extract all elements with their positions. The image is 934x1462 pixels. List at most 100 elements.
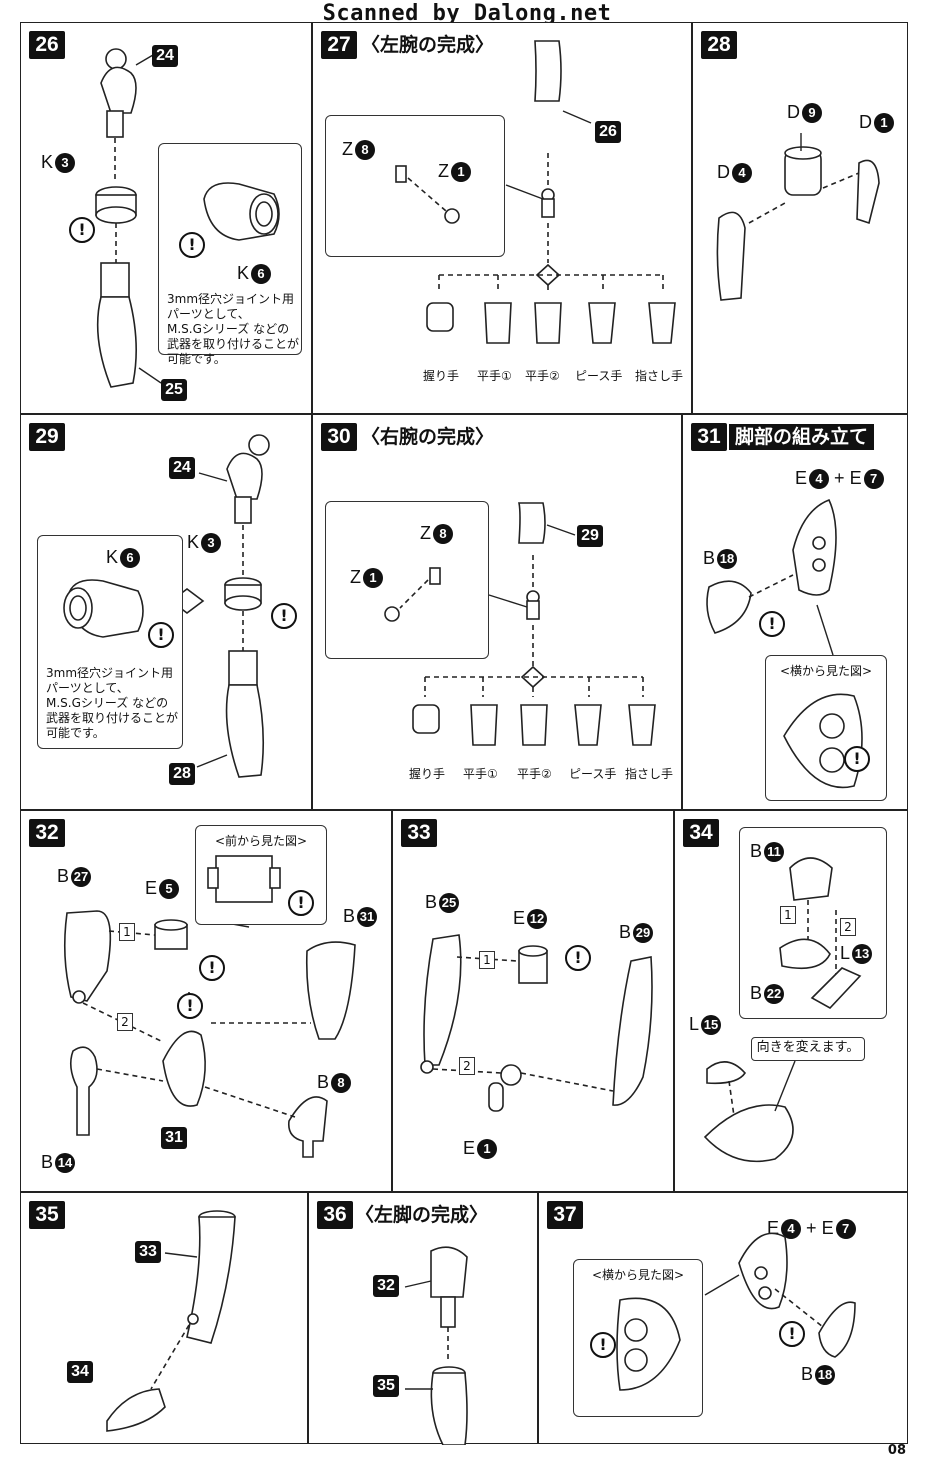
hand-label: 握り手	[423, 369, 460, 383]
step-number: 36	[317, 1201, 353, 1229]
step-34-illustration	[703, 1060, 796, 1163]
caution-icon: !	[177, 993, 203, 1019]
caution-icon: !	[179, 232, 205, 258]
step-number: 35	[29, 1201, 65, 1229]
part-label: 26	[595, 121, 621, 143]
hand-label: 指さし手	[625, 767, 674, 781]
step-35-illustration	[106, 1210, 236, 1432]
runner-letter: Z	[350, 567, 361, 587]
step-29-illustration	[169, 434, 270, 778]
part-number-badge: 11	[764, 842, 785, 863]
runner-letter: B	[425, 892, 438, 912]
step-number: 30	[321, 423, 357, 451]
step-number: 31	[691, 423, 727, 451]
step-order-marker: 2	[459, 1057, 475, 1075]
runner-letter: Z	[438, 161, 449, 181]
part-number-badge: 14	[55, 1153, 76, 1174]
side-view-callout: <横から見た図> !	[573, 1259, 703, 1417]
part-number-badge: 29	[633, 923, 654, 944]
runner-letter: K	[237, 263, 250, 283]
step-27-illustration	[426, 40, 676, 344]
step-37-illustration	[704, 1232, 856, 1358]
part-label: 25	[161, 379, 187, 401]
side-view-callout: <横から見た図> !	[765, 655, 887, 801]
runner-letter: D	[859, 112, 872, 132]
step-30-illustration	[412, 502, 656, 746]
step-order-marker: 2	[840, 918, 856, 936]
runner-letter: E	[795, 468, 808, 488]
runner-letter: B	[57, 866, 70, 886]
runner-letter: E	[821, 1218, 834, 1238]
hand-label: 平手②	[525, 369, 560, 383]
hand-label: 平手①	[463, 767, 498, 781]
part-label: 31	[161, 1127, 187, 1149]
orientation-balloon: 向きを変えます。	[751, 1037, 865, 1061]
hand-label: ピース手	[575, 369, 623, 383]
runner-letter: E	[463, 1138, 476, 1158]
part-number-badge: 13	[852, 944, 873, 965]
part-number-badge: 7	[863, 469, 884, 490]
part-number-badge: 31	[357, 907, 378, 928]
step-title: 〈右腕の完成〉	[361, 426, 495, 448]
runner-letter: D	[787, 102, 800, 122]
runner-letter: E	[513, 908, 526, 928]
caution-icon: !	[271, 603, 297, 629]
step-number: 28	[701, 31, 737, 59]
step-title: 〈左脚の完成〉	[355, 1204, 489, 1226]
hand-label: 指さし手	[635, 369, 684, 383]
caution-icon: !	[759, 611, 785, 637]
caution-icon: !	[590, 1332, 616, 1358]
runner-letter: Z	[342, 139, 353, 159]
scan-header: Scanned by Dalong.net	[322, 1, 612, 28]
hand-label: 握り手	[409, 767, 446, 781]
caution-icon: !	[199, 955, 225, 981]
runner-letter: B	[801, 1364, 814, 1384]
part-label: 35	[373, 1375, 399, 1397]
step-number: 37	[547, 1201, 583, 1229]
part-number-badge: 8	[355, 140, 375, 161]
runner-letter: B	[317, 1072, 330, 1092]
part-number-badge: 25	[439, 893, 460, 914]
caution-icon: !	[69, 217, 95, 243]
plus-sign: +	[806, 1218, 817, 1238]
step-number: 26	[29, 31, 65, 59]
runner-letter: B	[703, 548, 716, 568]
part-number-badge: 7	[835, 1219, 856, 1240]
step-36-illustration	[404, 1246, 468, 1445]
part-label: 28	[169, 763, 195, 785]
part-number-badge: 1	[874, 113, 894, 134]
runner-letter: B	[750, 841, 763, 861]
part-number-badge: 6	[120, 548, 141, 569]
plus-sign: +	[834, 468, 845, 488]
runner-letter: K	[106, 547, 119, 567]
joint-note: 3mm径穴ジョイント用パーツとして、M.S.Gシリーズ などの武器を取り付けるこ…	[46, 666, 179, 740]
front-view-callout: <前から見た図> !	[195, 825, 327, 925]
step-order-marker: 1	[780, 906, 796, 924]
runner-letter: B	[619, 922, 632, 942]
step-number: 32	[29, 819, 65, 847]
runner-letter: Z	[420, 523, 431, 543]
step-32-illustration	[63, 910, 356, 1158]
step-number: 33	[401, 819, 437, 847]
runner-letter: L	[840, 943, 851, 963]
part-number-badge: 4	[732, 163, 752, 184]
step-31-illustration	[706, 498, 837, 656]
part-label: 34	[67, 1361, 93, 1383]
part-label: 24	[169, 457, 195, 479]
caution-icon: !	[565, 945, 591, 971]
part-number-badge: 6	[251, 264, 272, 285]
runner-letter: B	[343, 906, 356, 926]
page-number: 08	[887, 1443, 906, 1458]
step-36-panel: 36 〈左脚の完成〉 32 35	[308, 1192, 538, 1445]
callout-title: <横から見た図>	[591, 1268, 685, 1282]
part-number-badge: 18	[815, 1365, 836, 1386]
